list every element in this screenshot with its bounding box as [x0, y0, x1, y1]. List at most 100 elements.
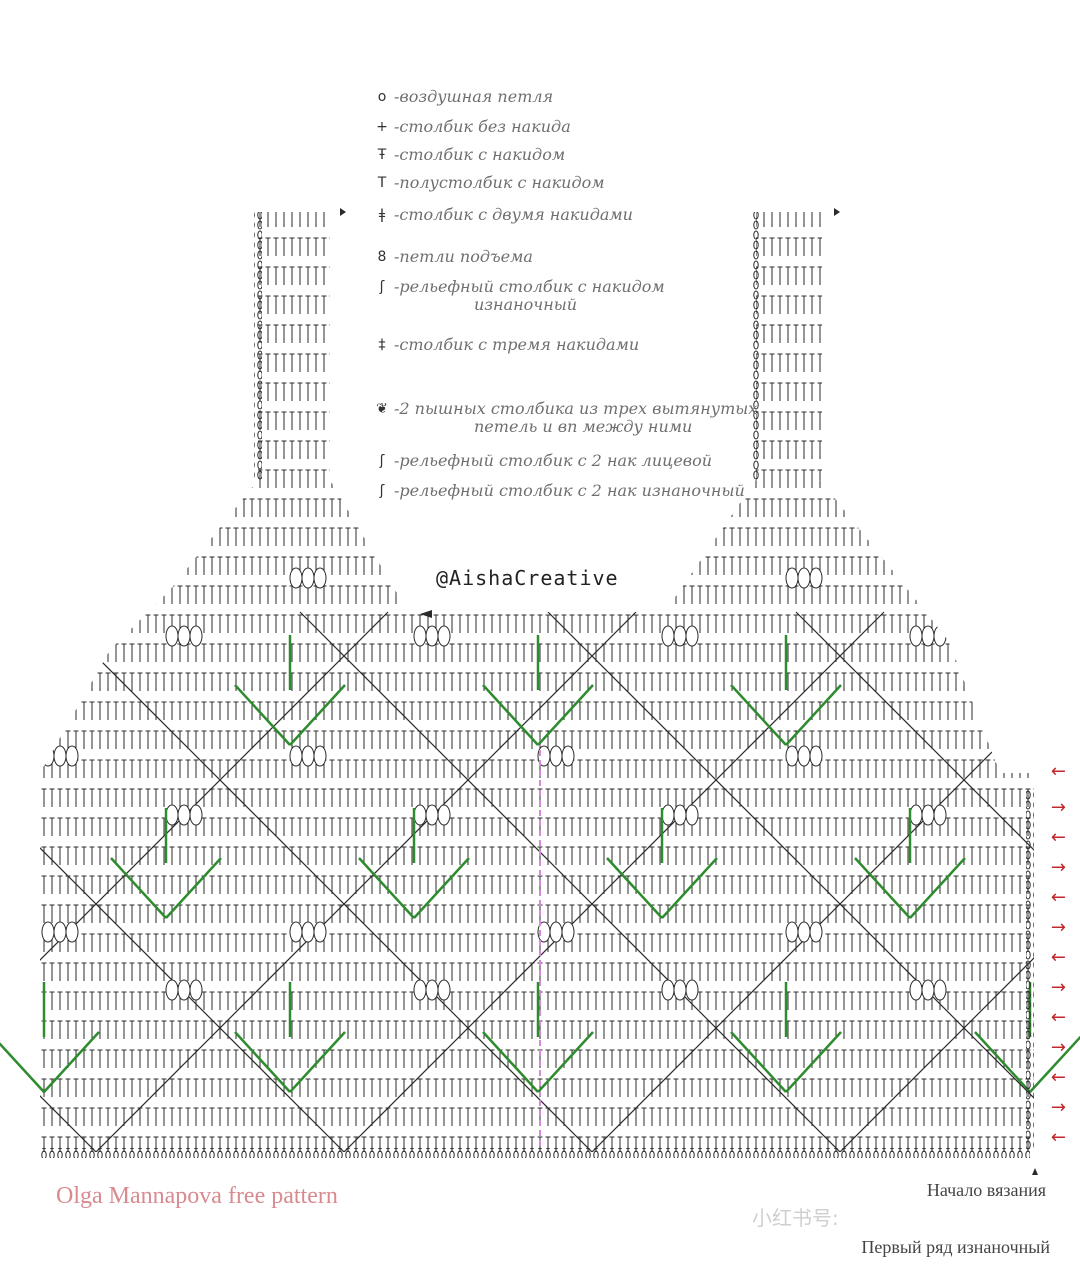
- puff-stitch-icon: [809, 567, 823, 589]
- puff-stitch-icon: [437, 979, 451, 1001]
- puff-stitch-icon: [313, 921, 327, 943]
- start-marker-icon: [1032, 1168, 1038, 1175]
- puff-stitch-icon: [909, 979, 923, 1001]
- triple-treble-icon: ‡: [378, 337, 386, 353]
- puff-stitch-icon: [685, 804, 699, 826]
- right-edge-chain: [1026, 790, 1034, 1150]
- puff-stitch-icon: [437, 625, 451, 647]
- puff-stitch-icon: [413, 804, 427, 826]
- puff-stitch-icon: [41, 567, 55, 589]
- legend-row: ‡-столбик с тремя накидами: [370, 336, 640, 354]
- legend-row: ʃ-рельефный столбик с 2 нак изнаночный: [370, 482, 745, 500]
- legend-row: Ŧ-столбик с накидом: [370, 146, 565, 164]
- puff-stitch-icon: [165, 625, 179, 647]
- green-v-motifs: [0, 635, 1080, 1093]
- puff-stitch-icon: [413, 979, 427, 1001]
- legend-text-line1: -столбик с двумя накидами: [394, 205, 633, 224]
- treble-crochet-icon: ǂ: [378, 207, 386, 223]
- puff-stitch-icon: [785, 745, 799, 767]
- puff-stitch-icon: [673, 804, 687, 826]
- legend-text: -столбик с двумя накидами: [394, 206, 633, 224]
- puff-stitch-icon: [65, 921, 79, 943]
- puff-stitch-icon: [797, 745, 811, 767]
- legend-text: -столбик без накида: [394, 118, 571, 136]
- legend-row: o-воздушная петля: [370, 88, 553, 106]
- legend-text-line1: -петли подъема: [394, 247, 533, 266]
- puff-stitch-icon: [53, 567, 67, 589]
- row-marker-icon: [420, 610, 432, 618]
- front-post-v-motif: [110, 808, 222, 919]
- legend-text-line1: -столбик без накида: [394, 117, 571, 136]
- puff-stitch-icon: [289, 921, 303, 943]
- legend-text-line2: изнаночный: [474, 295, 578, 314]
- puff-stitch-icon: [425, 804, 439, 826]
- puff-stitch-icon: [289, 567, 303, 589]
- puff-stitch-icon: [289, 745, 303, 767]
- puff-stitch-icon: [909, 625, 923, 647]
- puff-stitch-icon: [425, 625, 439, 647]
- legend-text: -петли подъема: [394, 248, 533, 266]
- row-direction-arrow-icon: ←: [1050, 761, 1066, 782]
- legend-text: -столбик с накидом: [394, 146, 565, 164]
- platform-watermark: 小红书号:: [752, 1206, 839, 1230]
- legend-row: + -столбик без накида: [370, 118, 571, 136]
- front-post-v-motif: [482, 635, 594, 746]
- legend-text-line1: -рельефный столбик с 2 нак изнаночный: [394, 481, 745, 500]
- puff-stitch-icon: [549, 921, 563, 943]
- puff-stitch-icon: [313, 745, 327, 767]
- legend-text-line1: -полустолбик с накидом: [394, 173, 605, 192]
- row-direction-arrow-icon: ←: [1050, 1067, 1066, 1088]
- puff-stitch-icon: [301, 921, 315, 943]
- puff-stitch-icon: [165, 979, 179, 1001]
- puff-stitch-icon: [785, 921, 799, 943]
- puff-stitch-icon: [53, 745, 67, 767]
- row-direction-arrow-icon: ←: [1050, 1127, 1066, 1148]
- strap-end-marker-right-icon: [834, 208, 840, 216]
- puff-stitch-icon: [933, 979, 947, 1001]
- legend-row: ʃ-рельефный столбик с 2 нак лицевой: [370, 452, 712, 470]
- legend-text-line1: -2 пышных столбика из трех вытянутых: [394, 399, 758, 418]
- puff-stitch-icon: [189, 979, 203, 1001]
- legend-text-line1: -рельефный столбик с 2 нак лицевой: [394, 451, 713, 470]
- puff-stitch-icon: [165, 804, 179, 826]
- puff-stitch-icon: [313, 567, 327, 589]
- puff-stitch-icon: [673, 979, 687, 1001]
- puff-stitch-icon: [413, 625, 427, 647]
- legend-text-line1: -столбик с накидом: [394, 145, 566, 164]
- puff-stitch-icon: [177, 979, 191, 1001]
- puff-stitch-icon: [909, 804, 923, 826]
- puff-stitch-icon: [661, 625, 675, 647]
- strap-end-marker-icon: [340, 208, 346, 216]
- pattern-credit: Olga Mannapova free pattern: [56, 1183, 338, 1209]
- puff-stitch-icon: [177, 804, 191, 826]
- puff-stitch-icon: [921, 979, 935, 1001]
- row-direction-arrow-icon: →: [1050, 917, 1066, 938]
- row-direction-arrow-icon: →: [1050, 1037, 1066, 1058]
- turning-chain-icon: 8: [377, 249, 387, 265]
- puff-stitch-icon: [189, 625, 203, 647]
- puff-stitch-icon: [685, 625, 699, 647]
- puff-stitch-icon: [809, 745, 823, 767]
- front-post-v-motif: [730, 635, 842, 746]
- legend-text-line2: петель и вп между ними: [474, 417, 693, 436]
- puff-stitch-icon: [933, 625, 947, 647]
- front-post-v-motif: [234, 635, 346, 746]
- puff-stitch-icon: [189, 804, 203, 826]
- row-direction-arrow-icon: →: [1050, 857, 1066, 878]
- legend-text: -воздушная петля: [394, 88, 553, 106]
- row-direction-arrow-icon: ←: [1050, 827, 1066, 848]
- puff-stitch-icon: [53, 921, 67, 943]
- row-direction-arrow-icon: →: [1050, 977, 1066, 998]
- brand-watermark: @AishaCreative: [436, 566, 619, 590]
- legend-text-line1: -воздушная петля: [394, 87, 554, 106]
- front-post-v-motif: [730, 982, 842, 1093]
- half-double-crochet-icon: T: [377, 175, 387, 191]
- puff-stitch-icon: [661, 804, 675, 826]
- single-crochet-icon: +: [376, 119, 388, 135]
- puff-stitch-icon: [437, 804, 451, 826]
- puff-stitch-icon: [41, 745, 55, 767]
